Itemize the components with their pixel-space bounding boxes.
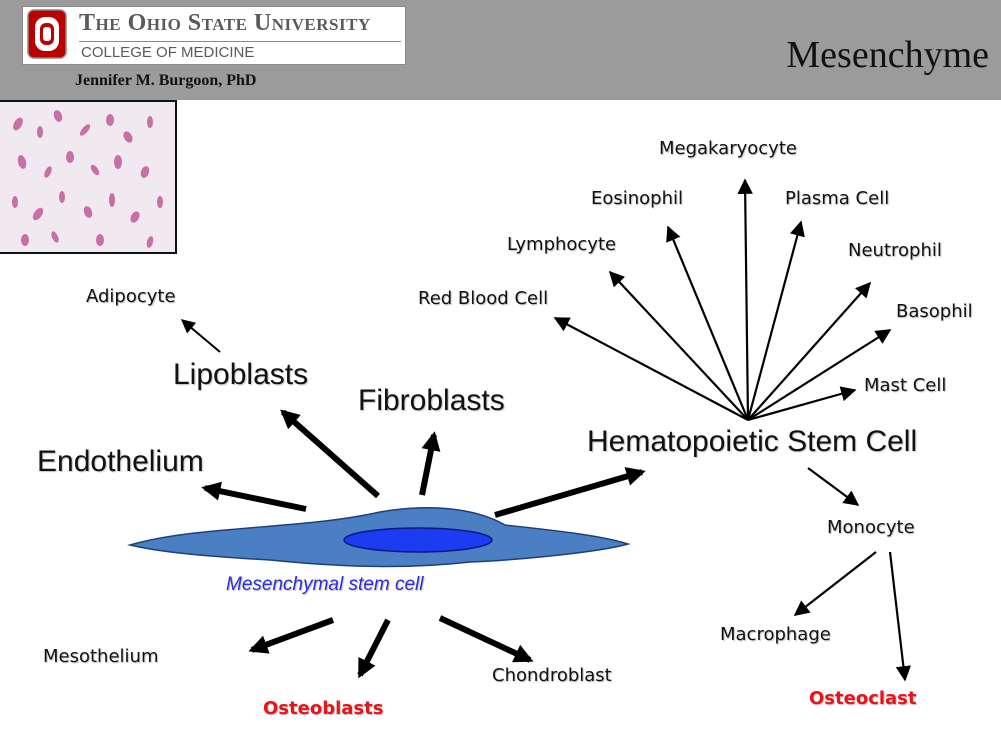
college-name: COLLEGE OF MEDICINE: [81, 44, 255, 61]
author-name: Jennifer M. Burgoon, PhD: [75, 72, 257, 89]
arrow-to-lymphocyte: [608, 270, 749, 421]
block-o-logo-icon: [27, 9, 67, 59]
arrow-to-hsc: [494, 467, 646, 518]
arrow-to-chondroblast: [438, 615, 534, 663]
label-hematopoietic-stem-cell: Hematopoietic Stem Cell: [587, 425, 918, 458]
arrow-to-osteoblasts: [357, 618, 391, 679]
arrow-to-mesothelium: [248, 617, 335, 654]
university-logo: The Ohio State University COLLEGE OF MED…: [22, 6, 406, 65]
arrow-to-megakaryocyte: [737, 178, 753, 421]
arrow-to-macrophage: [793, 551, 877, 616]
label-macrophage: Macrophage: [720, 624, 831, 645]
label-mesothelium: Mesothelium: [43, 646, 159, 667]
label-red-blood-cell: Red Blood Cell: [418, 288, 549, 309]
label-monocyte: Monocyte: [827, 517, 915, 538]
mesenchyme-micrograph-image: [0, 100, 177, 254]
arrow-to-eosinophil: [666, 225, 750, 421]
arrow-to-plasma-cell: [746, 220, 805, 421]
university-name: The Ohio State University: [79, 10, 371, 36]
slide-header: The Ohio State University COLLEGE OF MED…: [0, 0, 1001, 100]
label-adipocyte: Adipocyte: [86, 286, 176, 307]
label-plasma-cell: Plasma Cell: [785, 188, 890, 209]
label-lymphocyte: Lymphocyte: [507, 234, 617, 255]
label-endothelium: Endothelium: [37, 445, 204, 478]
logo-divider: [79, 41, 401, 42]
label-basophil: Basophil: [896, 301, 973, 322]
mesenchymal-stem-cell-nucleus: [343, 527, 493, 553]
arrow-to-monocyte: [807, 467, 860, 506]
label-fibroblasts: Fibroblasts: [358, 384, 505, 417]
arrow-to-endothelium: [201, 481, 307, 512]
arrow-to-adipocyte: [180, 319, 221, 353]
arrow-to-mast-cell: [747, 386, 857, 422]
label-mesenchymal-stem-cell: Mesenchymal stem cell: [226, 574, 424, 595]
arrow-to-basophil: [747, 329, 892, 421]
arrow-to-lipoblasts: [280, 409, 380, 499]
label-osteoclast: Osteoclast: [809, 688, 917, 709]
label-mast-cell: Mast Cell: [864, 375, 947, 396]
label-chondroblast: Chondroblast: [492, 665, 612, 686]
label-eosinophil: Eosinophil: [591, 188, 684, 209]
label-neutrophil: Neutrophil: [848, 240, 942, 261]
arrow-to-red-blood-cell: [553, 317, 749, 421]
arrow-to-fibroblasts: [419, 431, 441, 496]
arrow-to-neutrophil: [747, 281, 872, 421]
label-megakaryocyte: Megakaryocyte: [659, 138, 797, 159]
arrow-to-osteoclast: [888, 551, 912, 682]
slide-title: Mesenchyme: [786, 34, 989, 76]
label-osteoblasts: Osteoblasts: [263, 698, 384, 719]
label-lipoblasts: Lipoblasts: [173, 358, 309, 391]
